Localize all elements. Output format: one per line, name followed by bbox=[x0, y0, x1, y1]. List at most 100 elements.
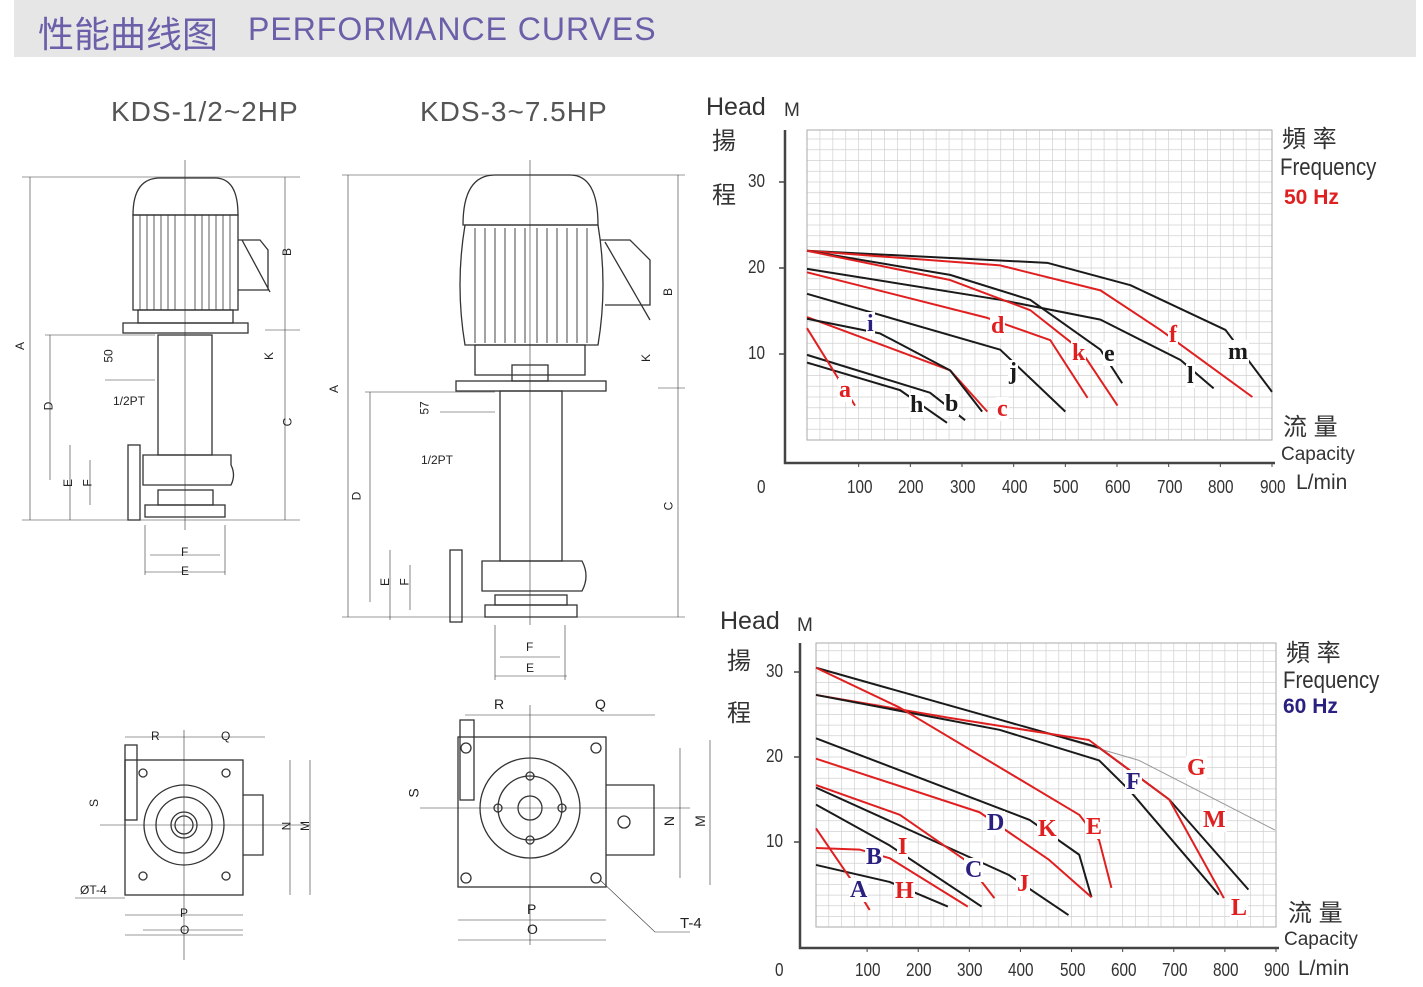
small-base-drawing bbox=[75, 730, 311, 960]
dim-label-f2: F bbox=[181, 545, 189, 559]
curve-i bbox=[806, 317, 983, 413]
pipe-label: 1/2PT bbox=[113, 394, 146, 408]
dim-label-q: Q bbox=[221, 729, 231, 743]
curve-label-i: i bbox=[866, 311, 875, 337]
dim-label-r: R bbox=[494, 696, 505, 712]
plot-frame bbox=[815, 642, 1277, 928]
curve-label-G: G bbox=[1186, 755, 1207, 781]
curve-label-D: D bbox=[986, 810, 1006, 836]
x-tick-label: 100 bbox=[846, 477, 873, 497]
x-axis-label-capacity: Capacity bbox=[1284, 929, 1358, 950]
large-pump-drawing bbox=[342, 160, 685, 680]
curve-I bbox=[815, 803, 983, 908]
curve-label-a: a bbox=[838, 377, 852, 403]
curve-D bbox=[815, 757, 1093, 899]
dim-label-p: P bbox=[527, 901, 537, 917]
dim-label-p: P bbox=[180, 906, 189, 920]
axis-line bbox=[783, 130, 1275, 465]
header-bar: 性能曲线图 PERFORMANCE CURVES bbox=[14, 0, 1416, 57]
x-axis-label-capacity: Capacity bbox=[1281, 444, 1355, 465]
y-axis-label-cn: 程 bbox=[712, 182, 736, 209]
curve-J bbox=[815, 786, 1070, 916]
y-axis-label-head: Head bbox=[706, 93, 766, 121]
x-axis-unit: L/min bbox=[1298, 957, 1350, 980]
curve-label-l: l bbox=[1186, 363, 1195, 389]
curve-label-d: d bbox=[990, 313, 1006, 339]
x-tick-label: 900 bbox=[1260, 477, 1286, 497]
curve-label-I: I bbox=[897, 834, 909, 860]
frequency-label-en: Frequency bbox=[1280, 154, 1377, 181]
x-tick-label: 800 bbox=[1208, 477, 1234, 497]
curve-H bbox=[815, 863, 949, 908]
dim-label-e2: E bbox=[526, 661, 535, 675]
small-pump-drawing bbox=[22, 160, 300, 575]
y-axis-label-cn: 揚 bbox=[712, 128, 736, 155]
curve-label-h: h bbox=[909, 392, 925, 418]
curve-label-k: k bbox=[1071, 340, 1087, 366]
dim-label-o: O bbox=[527, 921, 538, 937]
title-cn: 性能曲线图 bbox=[38, 14, 219, 55]
curve-G bbox=[815, 667, 1276, 831]
x-tick-label: 800 bbox=[1212, 960, 1239, 980]
plot-frame bbox=[806, 129, 1273, 441]
curve-B bbox=[815, 846, 969, 908]
x-tick-label: 200 bbox=[906, 960, 932, 980]
curve-label-M: M bbox=[1202, 807, 1227, 833]
x-tick-label: 100 bbox=[855, 960, 881, 980]
curve-label-e: e bbox=[1103, 341, 1116, 367]
x-axis-unit: L/min bbox=[1296, 471, 1348, 494]
curve-label-m: m bbox=[1227, 339, 1249, 365]
title-en: PERFORMANCE CURVES bbox=[248, 11, 657, 47]
frequency-label-en: Frequency bbox=[1283, 667, 1380, 694]
curve-label-B: B bbox=[865, 844, 884, 870]
x-tick-label: 900 bbox=[1264, 960, 1290, 980]
y-tick-label: 20 bbox=[748, 257, 766, 277]
x-tick-label: 500 bbox=[1053, 477, 1079, 497]
dim-label-q: Q bbox=[595, 696, 606, 712]
curve-d bbox=[806, 271, 1089, 399]
curve-label-f: f bbox=[1168, 322, 1178, 348]
dim-label-e2: E bbox=[181, 564, 190, 578]
x-tick-label: 300 bbox=[950, 477, 976, 497]
origin-label: 0 bbox=[757, 477, 766, 497]
frequency-value: 50 Hz bbox=[1284, 186, 1339, 209]
y-axis-unit: M bbox=[797, 615, 813, 636]
dim-label-o: O bbox=[180, 923, 190, 937]
curve-label-K: K bbox=[1037, 816, 1058, 842]
curve-label-L: L bbox=[1230, 895, 1249, 921]
model-large-title: KDS-3~7.5HP bbox=[420, 96, 608, 127]
x-tick-label: 700 bbox=[1156, 477, 1183, 497]
hole-label: ØT-4 bbox=[80, 883, 107, 897]
y-axis-unit: M bbox=[784, 100, 800, 121]
curve-label-c: c bbox=[996, 396, 1009, 422]
large-base-drawing bbox=[420, 705, 711, 945]
curve-label-b: b bbox=[944, 391, 960, 417]
y-tick-label: 20 bbox=[766, 746, 784, 766]
hole-label: T-4 bbox=[680, 915, 702, 932]
curve-label-F: F bbox=[1125, 769, 1142, 795]
x-tick-label: 400 bbox=[1001, 477, 1028, 497]
frequency-value: 60 Hz bbox=[1283, 695, 1338, 718]
curve-label-A: A bbox=[849, 877, 869, 903]
curve-E bbox=[815, 666, 1113, 889]
dim-label-f2: F bbox=[526, 640, 534, 654]
y-axis-label-cn: 揚 bbox=[727, 648, 751, 675]
y-tick-label: 30 bbox=[766, 661, 784, 681]
origin-label: 0 bbox=[775, 960, 784, 980]
curve-label-J: J bbox=[1016, 871, 1030, 897]
x-axis-label-cn: 流 量 bbox=[1288, 900, 1343, 927]
x-tick-label: 600 bbox=[1105, 477, 1131, 497]
y-tick-label: 30 bbox=[748, 171, 766, 191]
frequency-label-cn: 頻 率 bbox=[1282, 126, 1337, 153]
y-axis-label-cn: 程 bbox=[727, 700, 751, 727]
x-tick-label: 500 bbox=[1059, 960, 1086, 980]
x-tick-label: 700 bbox=[1161, 960, 1188, 980]
axis-line bbox=[798, 643, 1279, 950]
y-tick-label: 10 bbox=[766, 831, 784, 851]
curve-label-H: H bbox=[894, 878, 915, 904]
frequency-label-cn: 頻 率 bbox=[1286, 640, 1341, 667]
curve-label-j: j bbox=[1008, 359, 1018, 385]
pipe-label: 1/2PT bbox=[421, 453, 454, 467]
x-tick-label: 600 bbox=[1110, 960, 1137, 980]
pump-drawings bbox=[22, 160, 711, 960]
